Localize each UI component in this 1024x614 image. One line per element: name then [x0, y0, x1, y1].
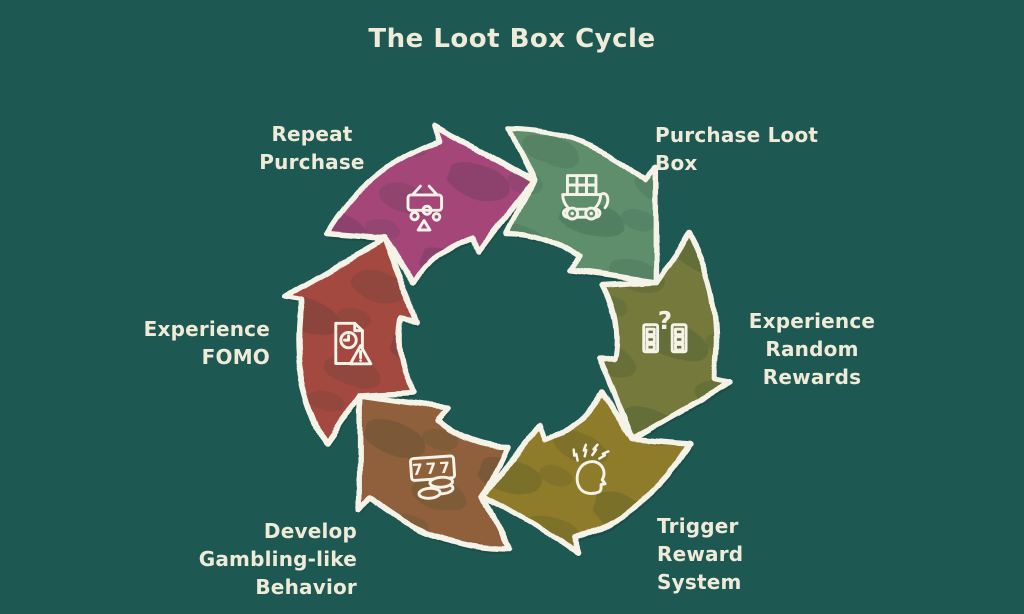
mystery-boxes-icon: ? [642, 306, 688, 354]
label-trigger-reward-system: Trigger Reward System [657, 512, 857, 596]
label-line: Rewards [762, 365, 862, 389]
brain-lightning-icon [572, 443, 610, 495]
label-line: Behavior [255, 575, 357, 599]
label-line: Repeat [271, 122, 353, 146]
label-purchase-loot-box: Purchase Loot Box [655, 121, 895, 177]
label-line: Develop [263, 519, 357, 543]
label-line: Experience [143, 317, 270, 341]
slot-machine-777-icon: 777 [409, 454, 457, 500]
label-line: FOMO [201, 345, 270, 369]
cycle-segment-icons: ? 777 [334, 174, 688, 500]
label-line: Box [655, 151, 698, 175]
shopping-basket-icon [406, 184, 444, 232]
label-line: Purchase Loot [655, 123, 819, 147]
label-line: Purchase [259, 150, 365, 174]
label-line: Random [765, 337, 859, 361]
loot-cart-icon [561, 174, 610, 221]
fomo-document-icon [334, 321, 373, 366]
label-develop-gambling-like-behavior: Develop Gambling-like Behavior [117, 517, 357, 601]
label-experience-random-rewards: Experience Random Rewards [722, 307, 902, 391]
label-experience-fomo: Experience FOMO [90, 315, 270, 371]
svg-text:?: ? [658, 306, 672, 335]
label-line: Gambling-like [198, 547, 357, 571]
svg-text:777: 777 [412, 458, 454, 479]
label-line: Experience [748, 309, 876, 333]
label-repeat-purchase: Repeat Purchase [212, 120, 412, 176]
diagram-title: The Loot Box Cycle [368, 24, 656, 54]
label-line: Reward [657, 542, 744, 566]
label-line: Trigger [657, 514, 739, 538]
label-line: System [657, 570, 742, 594]
